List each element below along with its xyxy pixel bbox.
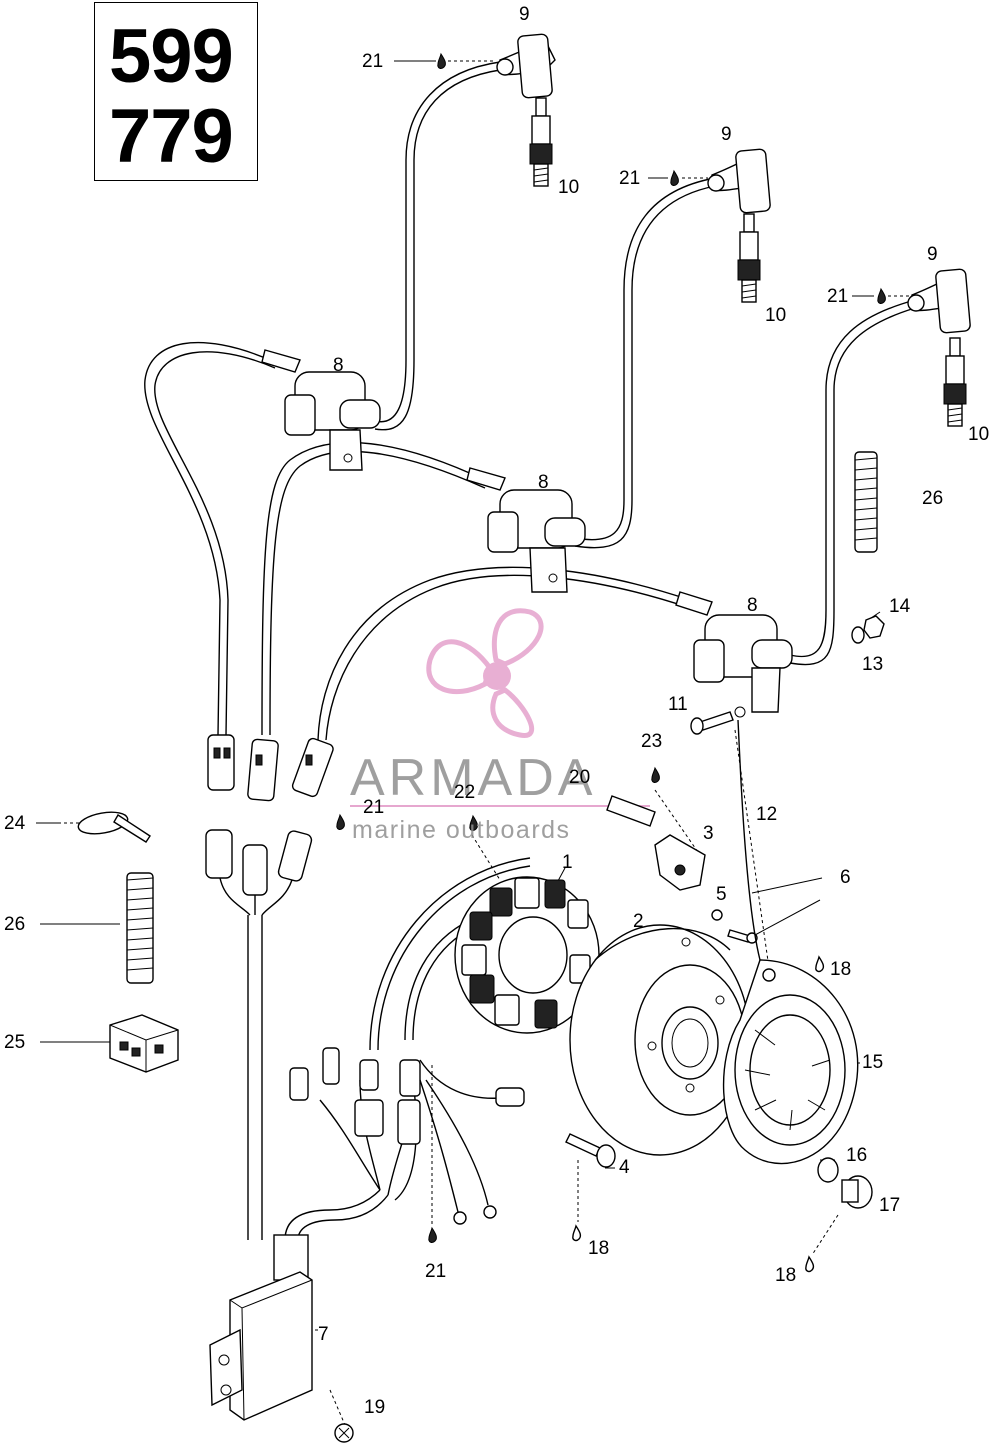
callout-21-c: 21 <box>827 286 849 307</box>
callout-15: 15 <box>862 1052 884 1073</box>
callout-22: 22 <box>454 782 476 803</box>
callout-18-a: 18 <box>830 959 852 980</box>
callout-4: 4 <box>619 1157 630 1178</box>
model-number-2: 779 <box>109 94 234 179</box>
ground-wire-12 <box>737 719 776 982</box>
callout-2: 2 <box>633 911 644 932</box>
stator <box>454 876 600 1034</box>
callout-3: 3 <box>703 823 714 844</box>
callout-6: 6 <box>840 867 851 888</box>
callout-23: 23 <box>641 731 663 752</box>
flywheel <box>569 924 751 1156</box>
screw-4 <box>565 1133 616 1168</box>
tie-wrap-24 <box>77 811 151 843</box>
callout-8-b: 8 <box>538 472 549 493</box>
spark-plug-cap-2 <box>707 148 771 214</box>
connector-housing-25 <box>109 1014 179 1073</box>
callout-8-a: 8 <box>333 355 344 376</box>
callout-12: 12 <box>756 804 778 825</box>
callout-16: 16 <box>846 1145 868 1166</box>
callout-1: 1 <box>562 852 573 873</box>
washer-16-bolt-17 <box>817 1157 873 1209</box>
callout-8-c: 8 <box>747 595 758 616</box>
callout-26-b: 26 <box>922 488 944 509</box>
callout-21-e: 21 <box>425 1261 447 1282</box>
watermark-brand: ARMADA <box>350 749 597 807</box>
stator-harness <box>289 857 531 1225</box>
callout-14: 14 <box>889 596 911 617</box>
high-tension-wires <box>144 61 916 741</box>
callout-21-a: 21 <box>362 51 384 72</box>
callout-7: 7 <box>318 1324 329 1345</box>
callout-10-c: 10 <box>968 424 990 445</box>
pickup-coil <box>654 834 758 944</box>
ignition-coil-2 <box>466 467 586 593</box>
callout-20: 20 <box>569 767 591 788</box>
spark-plug-3 <box>943 337 967 427</box>
callout-10-b: 10 <box>765 305 787 326</box>
callout-9-c: 9 <box>927 244 938 265</box>
spring-26-left <box>126 872 154 984</box>
coil-connectors <box>207 734 334 802</box>
spring-26-right <box>854 451 878 553</box>
cdi-module <box>209 1189 389 1443</box>
model-number-1: 599 <box>109 14 234 99</box>
callout-26-a: 26 <box>4 914 26 935</box>
armada-propeller-logo <box>426 608 544 738</box>
grease-drop-icons <box>336 52 886 1273</box>
washer-13-nut-14 <box>851 615 885 644</box>
callout-24: 24 <box>4 813 26 834</box>
leader-lines <box>36 60 910 1426</box>
callout-9-a: 9 <box>519 4 530 25</box>
watermark-tagline: marine outboards <box>352 816 571 844</box>
callout-25: 25 <box>4 1032 26 1053</box>
spark-plug-cap-1 <box>496 33 556 99</box>
callout-18-b: 18 <box>588 1238 610 1259</box>
starter-cup <box>722 959 859 1165</box>
spark-plug-1 <box>529 97 553 187</box>
callout-13: 13 <box>862 654 884 675</box>
spark-plug-2 <box>737 213 761 303</box>
callout-17: 17 <box>879 1195 901 1216</box>
sleeve-20 <box>606 795 656 827</box>
harness-connectors <box>205 829 313 1240</box>
bolt-11 <box>690 711 734 735</box>
callout-9-b: 9 <box>721 124 732 145</box>
spark-plug-cap-3 <box>907 268 971 334</box>
ignition-coil-3 <box>675 591 793 718</box>
ignition-coil-1 <box>261 349 381 471</box>
callout-11: 11 <box>668 694 688 715</box>
callout-21-b: 21 <box>619 168 641 189</box>
callout-18-c: 18 <box>775 1265 797 1286</box>
callout-21-d: 21 <box>363 797 385 818</box>
model-number-box: 599 779 <box>94 2 258 181</box>
callout-5: 5 <box>716 884 727 905</box>
callout-10-a: 10 <box>558 177 580 198</box>
callout-19: 19 <box>364 1397 386 1418</box>
